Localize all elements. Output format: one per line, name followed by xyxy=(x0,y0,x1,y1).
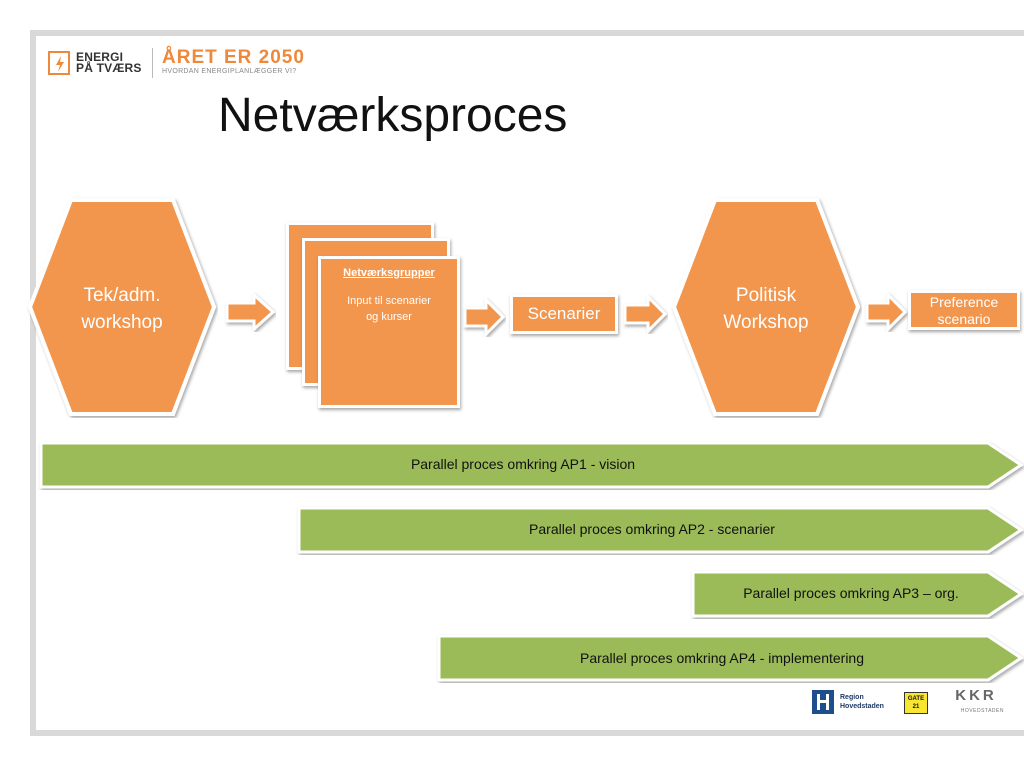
region-line1: Region xyxy=(840,694,864,701)
logo1-line1: ENERGI xyxy=(76,50,124,64)
parallel-band-ap3 xyxy=(691,570,1024,618)
parallel-band-ap4 xyxy=(437,634,1024,682)
arrow-right-icon xyxy=(865,292,908,332)
logo2-subtitle: HVORDAN ENERGIPLANLÆGGER VI? xyxy=(162,68,297,75)
hex2-label: Politisk Workshop xyxy=(670,282,862,336)
hex1-line1: Tek/adm. xyxy=(83,285,161,306)
region-line2: Hovedstaden xyxy=(840,703,884,710)
page-title: Netværksproces xyxy=(218,89,568,142)
arrow-right-icon xyxy=(225,292,276,332)
hex2-line2: Workshop xyxy=(723,312,809,333)
group-box-body-line1: Input til scenarier xyxy=(347,295,431,307)
parallel-label-ap1: Parallel proces omkring AP1 - vision xyxy=(410,456,636,472)
energi-paa-tvaers-logo: ENERGI PÅ TVÆRS xyxy=(48,48,142,78)
preference-line1: Preference xyxy=(929,294,999,310)
gate-line1: GATE xyxy=(907,696,925,702)
group-box-front: Netværksgrupper Input til scenarier og k… xyxy=(318,256,460,408)
hex1-line2: workshop xyxy=(81,312,163,333)
aaret-er-2050-logo: ÅRET ER 2050 HVORDAN ENERGIPLANLÆGGER VI… xyxy=(162,48,305,75)
kkr-subtext: HOVEDSTADEN xyxy=(960,708,1004,714)
parallel-label-ap3: Parallel proces omkring AP3 – org. xyxy=(743,585,959,601)
bolt-icon xyxy=(48,51,70,75)
gate21-logo: GATE 21 xyxy=(904,692,928,714)
slide-frame xyxy=(30,30,1024,736)
hex2-line1: Politisk xyxy=(735,285,797,306)
logo2-title: ÅRET ER 2050 xyxy=(162,47,305,68)
region-hovedstaden-logo: Region Hovedstaden xyxy=(812,690,884,719)
logo1-line2: PÅ TVÆRS xyxy=(76,61,142,75)
preference-scenario-box: Preference scenario xyxy=(908,290,1020,330)
arrow-right-icon xyxy=(463,297,506,337)
region-h-icon xyxy=(812,690,834,714)
group-box-heading: Netværksgrupper xyxy=(343,267,435,279)
arrow-right-icon xyxy=(623,294,668,334)
parallel-label-ap4: Parallel proces omkring AP4 - implemente… xyxy=(579,650,864,666)
hex-tek-adm-workshop xyxy=(27,198,217,416)
hex1-label: Tek/adm. workshop xyxy=(26,282,218,336)
hex-politisk-workshop xyxy=(671,198,861,416)
scenarier-label: Scenarier xyxy=(527,304,601,323)
parallel-band-ap1 xyxy=(39,441,1024,489)
parallel-label-ap2: Parallel proces omkring AP2 - scenarier xyxy=(529,521,775,537)
kkr-text: KKR xyxy=(955,687,997,704)
parallel-band-ap2 xyxy=(297,506,1024,554)
logo-divider xyxy=(152,48,153,78)
kkr-logo: KKR HOVEDSTADEN xyxy=(948,687,1004,715)
scenarier-box: Scenarier xyxy=(510,294,618,334)
group-box-body-line2: og kurser xyxy=(366,311,412,323)
preference-line2: scenario xyxy=(937,311,991,327)
gate-line2: 21 xyxy=(912,704,920,710)
